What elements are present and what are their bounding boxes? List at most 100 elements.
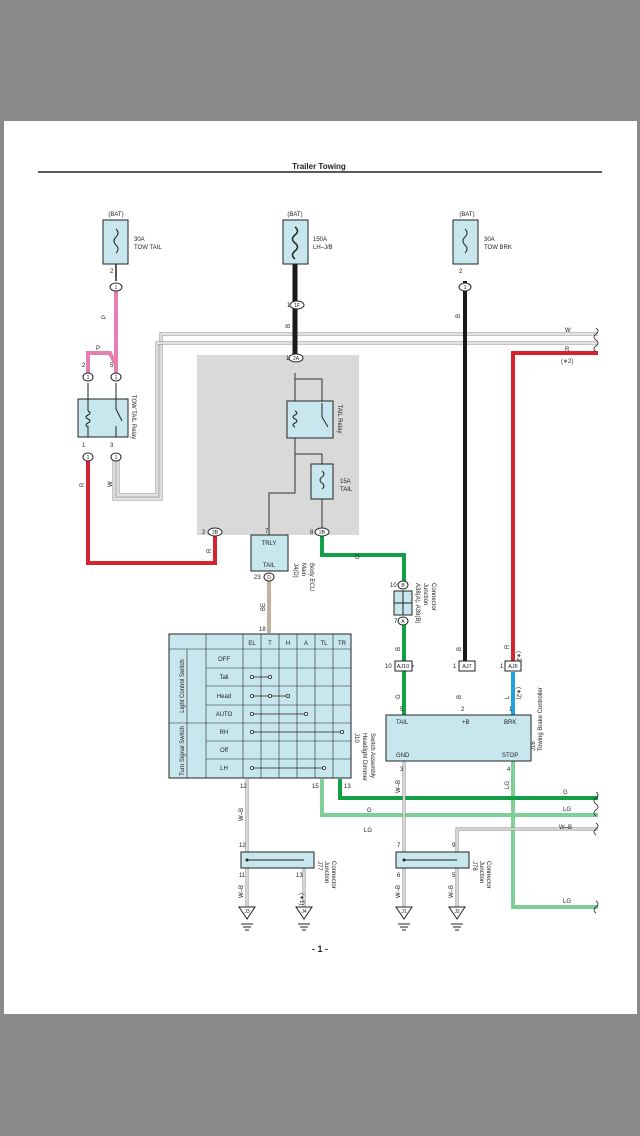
svg-text:18: 18 xyxy=(259,627,266,633)
svg-text:TAIL: TAIL xyxy=(340,487,353,493)
svg-text:GND: GND xyxy=(396,753,410,759)
svg-text:J10: J10 xyxy=(353,733,359,743)
svg-text:TL: TL xyxy=(320,641,328,647)
ecu-trly-box: TRLY TAIL 7 23 D J4(D) Main Body ECU xyxy=(250,529,314,591)
svg-text:J4(D): J4(D) xyxy=(292,563,298,578)
page-number: - 1 - xyxy=(312,944,328,954)
svg-text:J2: J2 xyxy=(454,909,460,915)
wire-label-lg2: LG xyxy=(563,899,571,905)
fuse-tail: 15A TAIL xyxy=(310,463,353,500)
wire-label-lnote: (∗2) xyxy=(515,687,521,699)
wire-label-p2: P xyxy=(96,346,100,352)
svg-text:13: 13 xyxy=(296,873,303,879)
svg-text:Main: Main xyxy=(300,563,306,576)
wire-label-g3: G xyxy=(563,790,568,796)
wire-label-g-sw: G xyxy=(367,808,372,814)
svg-text:1: 1 xyxy=(115,375,118,381)
ground-j2: J2 xyxy=(448,906,466,931)
ground-icon xyxy=(298,923,310,931)
svg-text:6: 6 xyxy=(397,873,401,879)
towing-brake-controller: 5 2 1 TAIL +B BRK GND STOP 3 4 J16 Towin… xyxy=(385,687,544,773)
svg-text:OFF: OFF xyxy=(218,657,230,663)
svg-text:Off: Off xyxy=(220,748,228,754)
svg-text:2A: 2A xyxy=(293,356,300,362)
wire-label-w: W xyxy=(565,328,571,334)
svg-text:J4: J4 xyxy=(301,909,307,915)
ecu-connector-2b-left: 2 2B xyxy=(202,527,223,537)
svg-text:(BAT): (BAT) xyxy=(108,212,123,218)
switch-dots xyxy=(249,675,344,771)
fuse-icon xyxy=(319,470,325,490)
svg-text:1: 1 xyxy=(82,443,86,449)
svg-text:10: 10 xyxy=(390,583,397,589)
svg-text:LH–J/B: LH–J/B xyxy=(313,245,333,251)
svg-text:2: 2 xyxy=(459,269,463,275)
svg-text:Tail: Tail xyxy=(219,675,228,681)
wire-label-b: B xyxy=(286,324,292,328)
svg-text:B: B xyxy=(401,583,405,589)
wire-label-b2: B xyxy=(456,314,462,318)
wire-label-wb5: W–B xyxy=(396,885,402,898)
svg-text:J77: J77 xyxy=(316,861,322,871)
svg-text:AJ10: AJ10 xyxy=(397,664,410,670)
fuse-tow-tail: (BAT) 30A TOW TAIL 2 1 xyxy=(102,212,162,292)
wire-label-lg: LG xyxy=(563,807,571,813)
svg-text:12: 12 xyxy=(240,784,247,790)
diagram-sheet: Trailer Towing xyxy=(4,121,637,1014)
fuse-lh-jb: (BAT) 150A LH–J/B 1 1F xyxy=(282,212,333,310)
wire-label-rnote2: (∗2) xyxy=(515,651,521,663)
svg-text:Body ECU: Body ECU xyxy=(308,563,314,591)
wire-label-g: G xyxy=(355,555,360,561)
svg-text:1: 1 xyxy=(286,356,290,362)
svg-text:2: 2 xyxy=(461,707,465,713)
svg-text:TAIL: TAIL xyxy=(263,563,276,569)
svg-text:LH: LH xyxy=(220,766,228,772)
wire-label-b3: B xyxy=(396,647,402,651)
tail-relay: TAIL Relay xyxy=(286,400,342,439)
svg-text:1: 1 xyxy=(287,303,291,309)
svg-text:J78: J78 xyxy=(471,861,477,871)
svg-text:T: T xyxy=(268,641,272,647)
svg-text:1: 1 xyxy=(453,664,457,670)
wire-w2-inner xyxy=(117,342,598,496)
wiring-diagram: Trailer Towing xyxy=(38,162,602,954)
svg-text:H: H xyxy=(286,641,290,647)
svg-text:15: 15 xyxy=(312,784,319,790)
svg-text:+B: +B xyxy=(462,720,470,726)
svg-text:4: 4 xyxy=(507,767,511,773)
svg-text:2: 2 xyxy=(110,269,114,275)
wire-label-r: R xyxy=(565,347,570,353)
ground-icon xyxy=(241,923,253,931)
wire-p-branch xyxy=(86,351,118,373)
relay-switch-icon xyxy=(115,383,123,437)
wire-label-lg4: LG xyxy=(505,781,511,789)
ground-icon xyxy=(451,923,463,931)
wire-label-wb3: W–B xyxy=(396,780,402,793)
svg-text:7: 7 xyxy=(394,619,398,625)
svg-text:8: 8 xyxy=(310,530,314,536)
headlight-dimmer-switch: 18 EL T H A TL TR OFF Tail Head AUTO RH xyxy=(168,627,375,790)
wire-label-b4: B xyxy=(457,647,463,651)
svg-text:AUTO: AUTO xyxy=(216,712,233,718)
wire-label-r4: R xyxy=(505,644,511,649)
svg-text:1: 1 xyxy=(509,707,513,713)
svg-text:10: 10 xyxy=(385,664,392,670)
svg-text:RH: RH xyxy=(220,730,229,736)
wire-g-right xyxy=(338,779,598,800)
ecu-connector-2a: 1 2A xyxy=(286,353,304,363)
svg-text:1: 1 xyxy=(464,285,467,291)
svg-text:1: 1 xyxy=(115,285,118,291)
wire-label-l: L xyxy=(505,695,511,699)
svg-text:Turn Signal Switch: Turn Signal Switch xyxy=(180,726,186,776)
svg-text:11: 11 xyxy=(239,873,246,879)
svg-text:2: 2 xyxy=(202,530,206,536)
svg-text:TR: TR xyxy=(338,641,347,647)
fuse-icon xyxy=(113,228,119,254)
svg-text:30A: 30A xyxy=(134,237,145,243)
svg-text:Connector: Connector xyxy=(430,583,436,611)
svg-text:Towing Brake Controller: Towing Brake Controller xyxy=(538,687,544,751)
junction-j77: 12 11 13 J77 Junction Connector (∗1) xyxy=(239,843,336,905)
svg-text:7: 7 xyxy=(397,843,401,849)
wire-label-be: BE xyxy=(261,603,267,611)
svg-text:Junction: Junction xyxy=(323,861,329,883)
